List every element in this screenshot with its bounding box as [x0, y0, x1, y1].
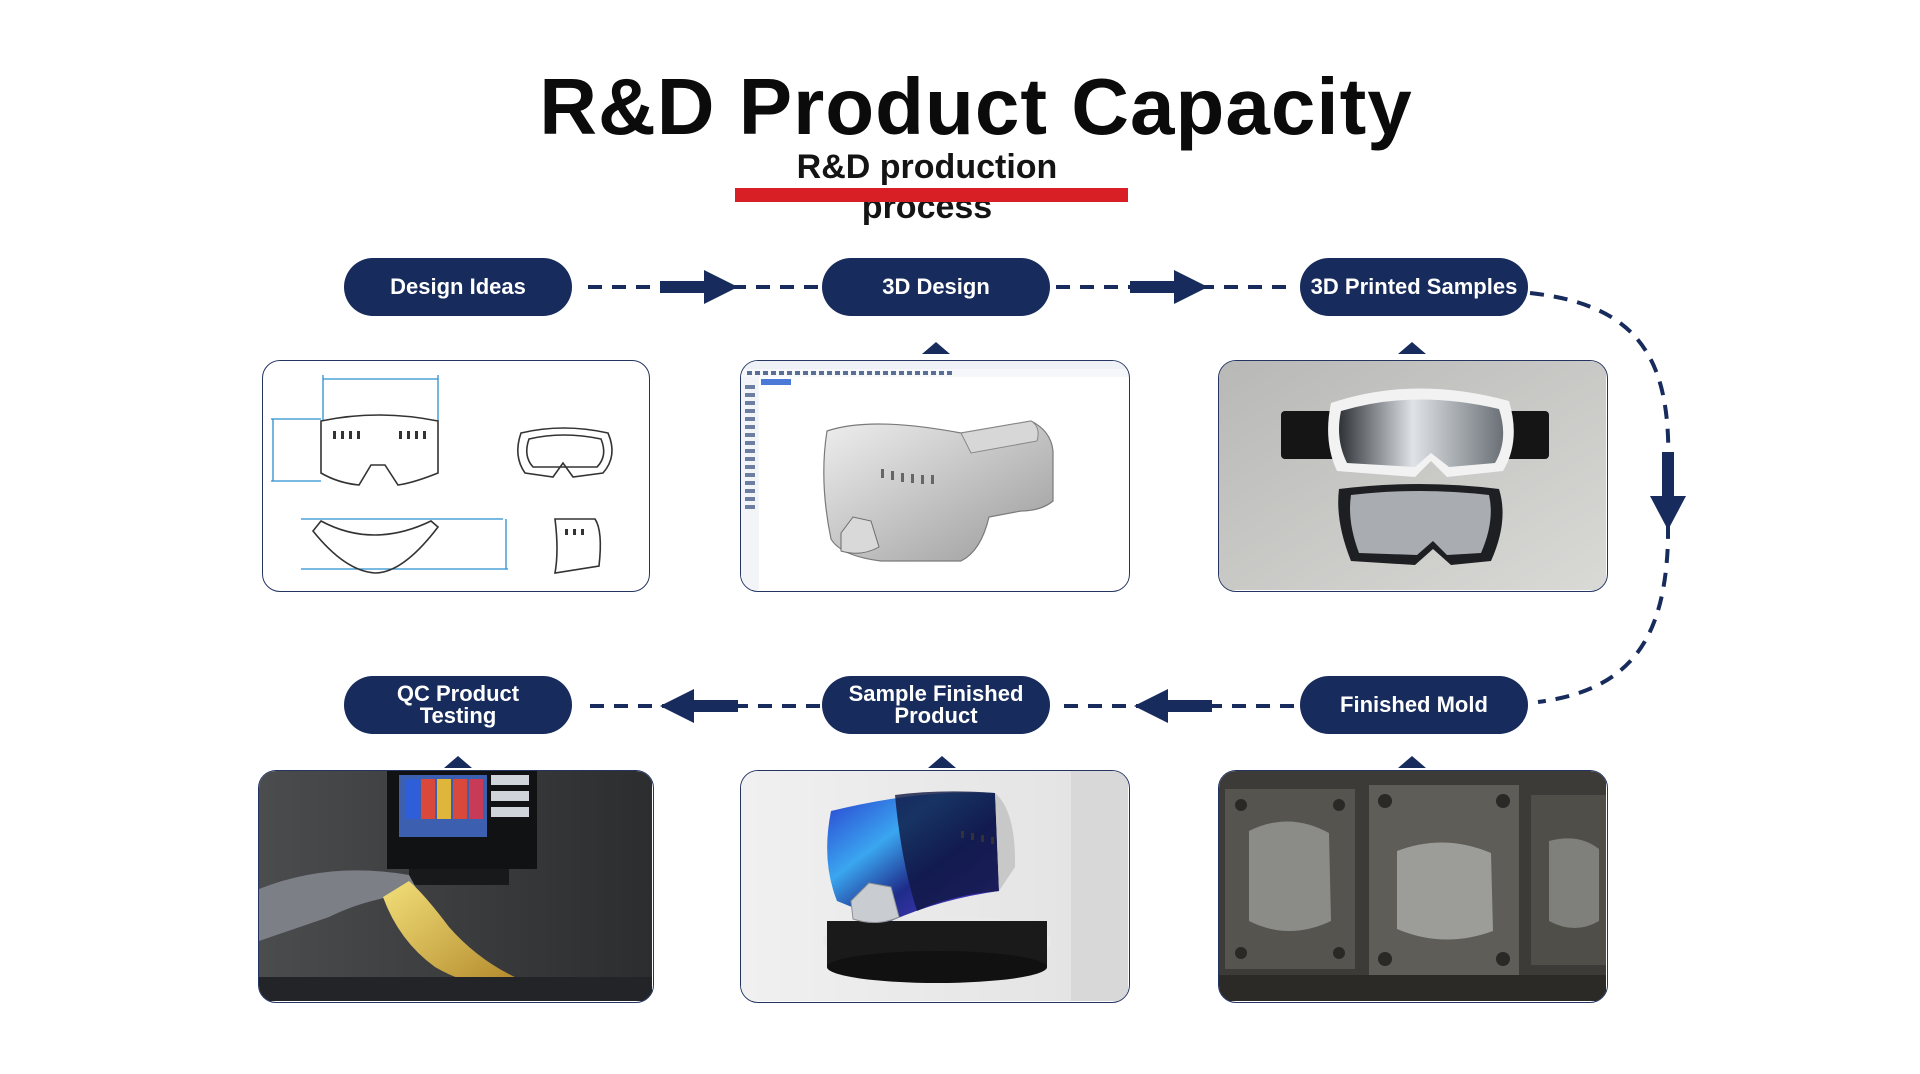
card-sample-finished-product	[740, 770, 1130, 1003]
card-qc-product-testing	[258, 770, 654, 1003]
arrow-right-icon	[1130, 270, 1208, 304]
card-pointer	[1398, 756, 1426, 768]
lens-testing-photo	[259, 771, 652, 1001]
goggle-photo	[741, 771, 1128, 1001]
card-3d-design	[740, 360, 1130, 592]
step-pill-finished-mold: Finished Mold	[1300, 676, 1528, 734]
technical-drawing-icon	[263, 361, 648, 590]
card-design-ideas	[262, 360, 650, 592]
cad-software-icon	[741, 361, 1128, 590]
card-pointer	[444, 756, 472, 768]
card-pointer	[928, 756, 956, 768]
step-pill-sample-finished-product: Sample Finished Product	[822, 676, 1050, 734]
arrow-left-icon	[660, 689, 738, 723]
mold-photo	[1219, 771, 1606, 1001]
card-pointer	[922, 342, 950, 354]
step-pill-qc-product-testing: QC Product Testing	[344, 676, 572, 734]
printed-goggles-photo	[1219, 361, 1606, 590]
step-pill-3d-printed-samples: 3D Printed Samples	[1300, 258, 1528, 316]
card-finished-mold	[1218, 770, 1608, 1003]
card-3d-printed-samples	[1218, 360, 1608, 592]
arrow-right-icon	[660, 270, 738, 304]
arrow-left-icon	[1134, 689, 1212, 723]
step-pill-3d-design: 3D Design	[822, 258, 1050, 316]
arrow-down-icon	[1650, 452, 1686, 530]
step-pill-design-ideas: Design Ideas	[344, 258, 572, 316]
card-pointer	[1398, 342, 1426, 354]
